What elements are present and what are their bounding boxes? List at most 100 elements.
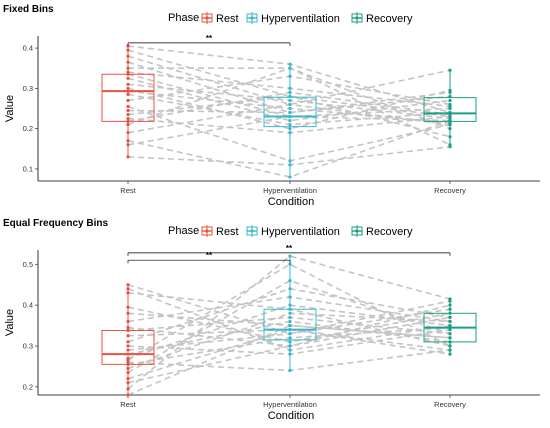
x-tick-label-recovery: Recovery xyxy=(434,400,466,409)
data-point-rest xyxy=(126,104,130,109)
data-point-recovery xyxy=(448,127,452,131)
data-point-hyperventilation xyxy=(288,94,292,99)
data-point-rest xyxy=(126,86,130,90)
subject-line xyxy=(127,324,451,396)
data-point-hyperventilation xyxy=(288,340,292,344)
data-point-rest xyxy=(126,370,130,375)
data-point-recovery xyxy=(448,348,452,352)
y-tick-label: 0.3 xyxy=(23,342,33,351)
data-point-hyperventilation xyxy=(288,307,292,311)
legend-key-hyperventilation xyxy=(246,225,258,237)
data-point-hyperventilation xyxy=(288,62,292,66)
data-point-hyperventilation xyxy=(288,163,292,167)
data-point-hyperventilation xyxy=(288,159,292,163)
data-point-recovery xyxy=(448,118,452,123)
legend-key-point xyxy=(250,16,254,20)
data-point-rest xyxy=(126,143,130,147)
data-point-hyperventilation xyxy=(288,90,292,94)
data-point-rest xyxy=(126,119,130,123)
x-axis-label: Condition xyxy=(268,410,314,422)
data-point-hyperventilation xyxy=(288,332,292,336)
significance-label: ** xyxy=(206,251,213,260)
legend-label-rest: Rest xyxy=(216,226,239,238)
x-tick-label-rest: Rest xyxy=(120,400,136,409)
significance-bracket: ** xyxy=(127,244,451,256)
y-axis-label: Value xyxy=(4,95,16,122)
data-point-recovery xyxy=(448,112,452,117)
subject-line xyxy=(127,87,451,130)
y-tick-label: 0.3 xyxy=(23,84,33,93)
data-point-hyperventilation xyxy=(288,311,292,315)
legend-key-point xyxy=(205,16,209,20)
data-point-rest xyxy=(126,54,130,58)
legend-key-point xyxy=(205,229,209,233)
significance-bracket: ** xyxy=(127,34,291,46)
data-point-rest xyxy=(126,287,130,291)
legend-title: Phase xyxy=(168,225,199,237)
data-point-hyperventilation xyxy=(288,303,292,307)
data-point-rest xyxy=(126,393,130,397)
y-tick-label: 0.4 xyxy=(23,44,33,53)
legend-label-recovery: Recovery xyxy=(366,226,413,238)
data-point-recovery xyxy=(448,145,452,149)
data-point-rest xyxy=(126,112,130,117)
significance-label: ** xyxy=(286,244,293,253)
data-point-recovery xyxy=(448,326,452,330)
y-tick-label: 0.1 xyxy=(23,165,33,174)
y-tick-label: 0.2 xyxy=(23,124,33,133)
y-tick-label: 0.2 xyxy=(23,382,33,391)
data-point-recovery xyxy=(448,332,452,336)
data-point-rest xyxy=(126,377,130,381)
data-point-rest xyxy=(126,344,130,348)
data-point-recovery xyxy=(448,98,452,103)
data-point-rest xyxy=(126,139,130,143)
x-axis-label: Condition xyxy=(268,196,314,208)
data-point-rest xyxy=(126,319,130,324)
data-points xyxy=(126,44,452,179)
data-point-rest xyxy=(126,340,130,344)
legend-key-point xyxy=(250,229,254,233)
panel-title: Equal Frequency Bins xyxy=(3,218,108,229)
data-point-hyperventilation xyxy=(288,110,292,115)
subject-line xyxy=(127,279,451,374)
legend-key-recovery xyxy=(351,225,363,237)
data-point-hyperventilation xyxy=(288,127,292,131)
subject-line xyxy=(127,119,451,178)
data-point-rest xyxy=(126,72,130,76)
x-tick-label-hyperventilation: Hyperventilation xyxy=(263,400,317,409)
data-point-recovery xyxy=(448,311,452,315)
data-point-rest xyxy=(126,348,130,352)
data-point-rest xyxy=(126,66,130,70)
data-point-hyperventilation xyxy=(288,74,292,78)
data-point-rest xyxy=(126,352,130,356)
data-point-rest xyxy=(126,123,130,127)
data-point-hyperventilation xyxy=(288,352,292,356)
data-point-rest xyxy=(126,311,130,315)
legend-title: Phase xyxy=(168,12,199,24)
data-point-rest xyxy=(126,92,130,97)
data-point-rest xyxy=(126,116,130,121)
data-point-hyperventilation xyxy=(288,262,292,266)
data-point-recovery xyxy=(448,88,452,92)
data-point-rest xyxy=(126,60,130,64)
data-point-recovery xyxy=(448,307,452,311)
data-point-hyperventilation xyxy=(288,102,292,107)
data-point-rest xyxy=(126,362,130,366)
data-point-rest xyxy=(126,131,130,135)
data-point-hyperventilation xyxy=(288,106,292,111)
data-point-hyperventilation xyxy=(288,315,292,319)
data-point-recovery xyxy=(448,123,452,127)
subject-line xyxy=(127,263,451,361)
subject-line xyxy=(127,145,451,166)
data-point-hyperventilation xyxy=(288,368,292,373)
subject-line xyxy=(127,73,451,122)
data-point-recovery xyxy=(448,315,452,319)
data-point-hyperventilation xyxy=(288,279,292,283)
legend-key-point xyxy=(355,229,359,233)
x-tick-label-recovery: Recovery xyxy=(434,186,466,195)
legend-key-recovery xyxy=(351,12,363,24)
data-point-rest xyxy=(126,366,130,371)
